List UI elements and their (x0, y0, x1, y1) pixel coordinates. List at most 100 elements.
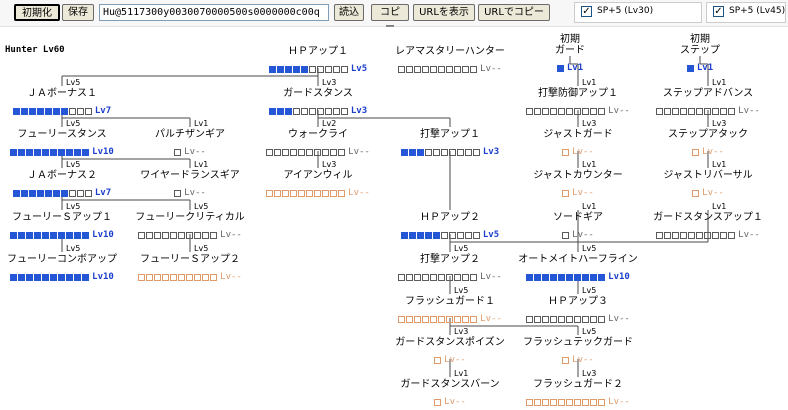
skill-level-box[interactable] (430, 316, 438, 323)
skill-level-box[interactable] (432, 232, 440, 239)
skill-level-box[interactable] (76, 108, 84, 115)
skill-level-box[interactable] (26, 274, 34, 281)
skill-level-box[interactable] (448, 149, 456, 156)
skill-level-box[interactable] (12, 108, 20, 115)
skill-level-box[interactable] (84, 108, 92, 115)
skill-level-box[interactable] (138, 232, 146, 239)
skill-level-box[interactable] (590, 108, 598, 115)
skill-level-box[interactable] (290, 190, 298, 197)
skill-level-box[interactable] (274, 149, 282, 156)
skill-level-box[interactable] (10, 149, 18, 156)
skill-level-box[interactable] (672, 108, 680, 115)
skill-level-box[interactable] (284, 66, 292, 73)
skill-level-box[interactable] (60, 108, 68, 115)
show-url-button[interactable]: URLを表示 (413, 4, 475, 21)
skill-level-boxes[interactable] (138, 230, 218, 239)
skill-level-box[interactable] (558, 274, 566, 281)
skill-level-box[interactable] (542, 274, 550, 281)
skill-level-boxes[interactable] (526, 314, 606, 323)
skill-level-box[interactable] (712, 108, 720, 115)
skill-level-box[interactable] (408, 149, 416, 156)
skill-level-box[interactable] (58, 232, 66, 239)
skill-level-box[interactable] (566, 274, 574, 281)
skill-level-box[interactable] (686, 65, 694, 72)
skill-level-box[interactable] (446, 66, 454, 73)
skill-level-box[interactable] (210, 232, 218, 239)
skill-level-box[interactable] (68, 108, 76, 115)
skill-level-box[interactable] (542, 316, 550, 323)
skill-level-box[interactable] (598, 274, 606, 281)
skill-level-box[interactable] (400, 149, 408, 156)
skill-level-box[interactable] (174, 149, 182, 156)
skill-level-box[interactable] (558, 108, 566, 115)
skill-level-box[interactable] (50, 149, 58, 156)
skill-level-box[interactable] (58, 274, 66, 281)
skill-level-box[interactable] (36, 190, 44, 197)
skill-level-box[interactable] (18, 149, 26, 156)
skill-level-boxes[interactable] (398, 314, 478, 323)
skill-level-box[interactable] (34, 149, 42, 156)
skill-level-box[interactable] (28, 108, 36, 115)
skill-level-box[interactable] (472, 232, 480, 239)
skill-level-box[interactable] (704, 108, 712, 115)
skill-level-box[interactable] (274, 190, 282, 197)
skill-level-box[interactable] (324, 66, 332, 73)
skill-level-box[interactable] (550, 274, 558, 281)
skill-level-box[interactable] (308, 66, 316, 73)
skill-level-box[interactable] (314, 190, 322, 197)
skill-level-box[interactable] (170, 274, 178, 281)
skill-level-box[interactable] (324, 108, 332, 115)
skill-level-boxes[interactable] (686, 63, 695, 72)
skill-level-box[interactable] (438, 66, 446, 73)
skill-level-box[interactable] (534, 274, 542, 281)
skill-level-box[interactable] (398, 274, 406, 281)
skill-level-boxes[interactable] (526, 397, 606, 406)
skill-level-box[interactable] (298, 149, 306, 156)
skill-level-box[interactable] (454, 66, 462, 73)
skill-level-box[interactable] (534, 108, 542, 115)
skill-level-box[interactable] (292, 66, 300, 73)
skill-level-box[interactable] (704, 232, 712, 239)
skill-level-boxes[interactable] (12, 188, 93, 197)
skill-level-box[interactable] (720, 108, 728, 115)
skill-level-box[interactable] (74, 274, 82, 281)
skill-code-field[interactable] (99, 4, 329, 21)
skill-level-box[interactable] (60, 190, 68, 197)
skill-level-box[interactable] (446, 316, 454, 323)
skill-level-box[interactable] (44, 108, 52, 115)
skill-level-box[interactable] (582, 274, 590, 281)
skill-level-box[interactable] (664, 108, 672, 115)
skill-level-box[interactable] (574, 274, 582, 281)
skill-level-boxes[interactable] (526, 106, 606, 115)
skill-level-boxes[interactable] (400, 147, 481, 156)
skill-level-box[interactable] (562, 232, 570, 239)
skill-level-box[interactable] (688, 108, 696, 115)
skill-level-box[interactable] (268, 66, 276, 73)
skill-level-box[interactable] (20, 108, 28, 115)
skill-level-box[interactable] (680, 232, 688, 239)
skill-level-box[interactable] (338, 190, 346, 197)
skill-level-box[interactable] (558, 316, 566, 323)
skill-level-box[interactable] (26, 149, 34, 156)
skill-level-box[interactable] (26, 232, 34, 239)
skill-level-box[interactable] (42, 274, 50, 281)
skill-level-box[interactable] (414, 66, 422, 73)
skill-level-boxes[interactable] (268, 106, 349, 115)
skill-level-box[interactable] (162, 274, 170, 281)
skill-level-boxes[interactable] (138, 272, 218, 281)
skill-level-boxes[interactable] (268, 64, 349, 73)
